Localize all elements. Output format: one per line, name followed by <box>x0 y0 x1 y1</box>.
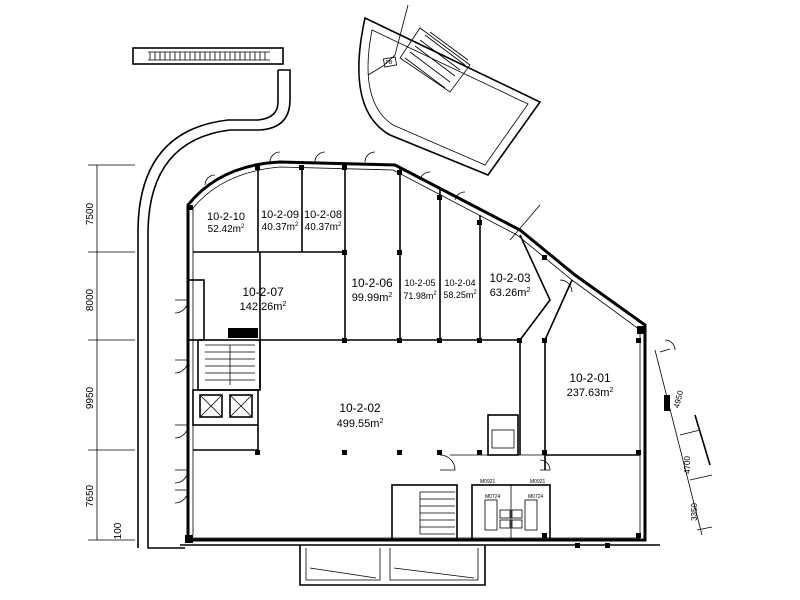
dim-left-1: 7500 <box>85 202 96 225</box>
room-10-2-09-area: 40.37m2 <box>262 222 299 233</box>
room-10-2-01-area: 237.63m2 <box>567 387 614 399</box>
left-dimension-chain: 7500 8000 9950 7650 100 <box>85 164 135 541</box>
escalator-top-left <box>132 47 284 65</box>
door-tag-2: M0921 <box>530 479 546 485</box>
left-corridor <box>137 69 291 549</box>
stair-tag: FB <box>386 60 393 66</box>
right-dimension-chain: 4950 4700 3350 <box>654 348 713 536</box>
room-10-2-09-code: 10-2-09 <box>261 209 299 221</box>
door-tag-4: M0724 <box>528 494 544 500</box>
dim-right-2: 4700 <box>683 456 692 474</box>
stair-block-top: FB <box>358 4 542 176</box>
dim-right-1: 4950 <box>672 389 685 409</box>
room-10-2-05-area: 71.98m2 <box>403 291 437 301</box>
dim-left-5: 100 <box>113 522 124 539</box>
room-10-2-10-area: 52.42m2 <box>208 224 245 235</box>
dim-left-3: 9950 <box>85 386 96 409</box>
room-10-2-06-code: 10-2-06 <box>351 276 393 290</box>
room-10-2-01-code: 10-2-01 <box>569 371 611 385</box>
room-10-2-02-code: 10-2-02 <box>339 401 381 415</box>
room-10-2-05-code: 10-2-05 <box>404 278 435 288</box>
door-tag-1: M0921 <box>480 479 496 485</box>
room-10-2-07-code: 10-2-07 <box>242 285 284 299</box>
interior-walls: M0921 M0921 M0724 M0724 <box>174 151 676 541</box>
building-outline <box>180 160 660 586</box>
room-10-2-08-code: 10-2-08 <box>304 209 342 221</box>
room-10-2-03-area: 63.26m2 <box>490 287 531 299</box>
room-10-2-02-area: 499.55m2 <box>337 418 384 430</box>
room-10-2-08-area: 40.37m2 <box>305 222 342 233</box>
dim-left-4: 7650 <box>85 484 96 507</box>
dim-right-3: 3350 <box>690 503 699 521</box>
dim-left-2: 8000 <box>85 288 96 311</box>
room-10-2-04-code: 10-2-04 <box>444 278 475 288</box>
room-10-2-10-code: 10-2-10 <box>207 211 245 223</box>
columns <box>185 165 645 548</box>
room-10-2-03-code: 10-2-03 <box>489 271 531 285</box>
room-10-2-04-area: 58.25m2 <box>443 290 477 300</box>
room-10-2-07-area: 142.26m2 <box>240 301 287 313</box>
room-labels: 10-2-10 52.42m2 10-2-09 40.37m2 10-2-08 … <box>207 209 613 430</box>
room-10-2-06-area: 99.99m2 <box>352 292 393 304</box>
door-tag-3: M0724 <box>485 494 501 500</box>
